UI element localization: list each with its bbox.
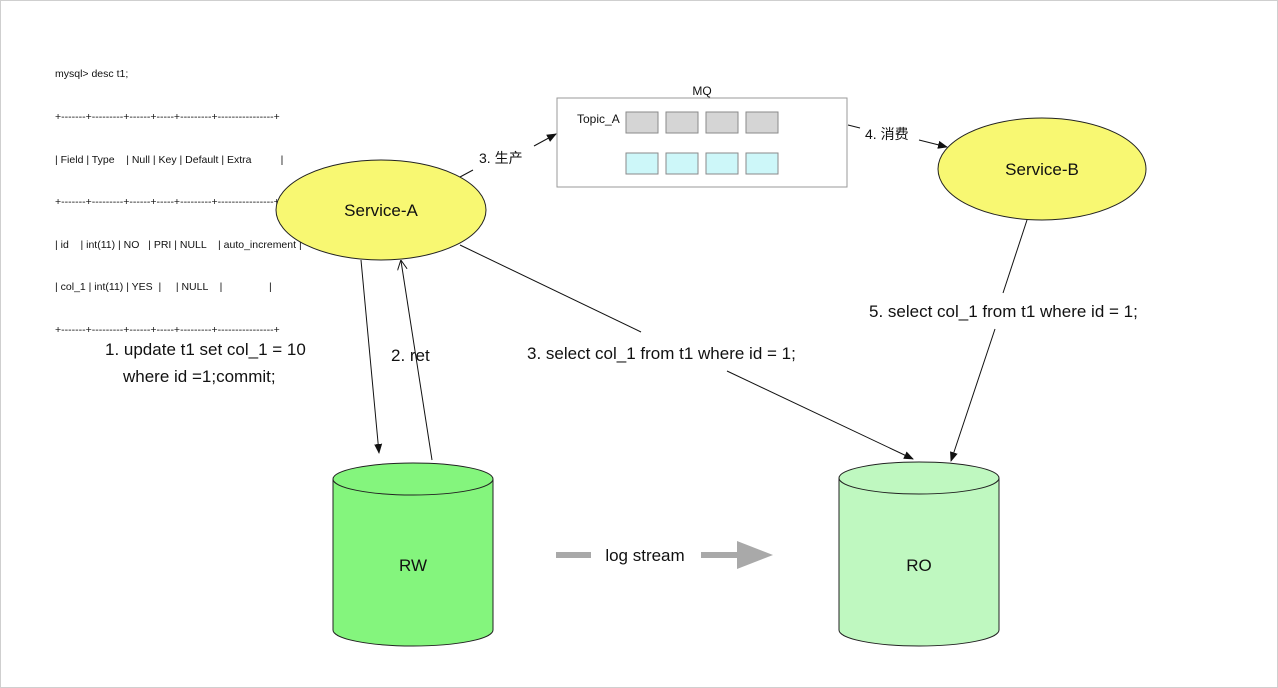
table-description: mysql> desc t1; +-------+---------+-----… (55, 39, 302, 366)
select-a-edge (726, 370, 914, 460)
service-a-node (275, 159, 487, 261)
consume-edge-start (847, 124, 861, 129)
consume-label: 4. 消费 (865, 126, 909, 142)
service-a-label: Service-A (344, 201, 418, 220)
queue-cell (745, 111, 779, 134)
service-b-node (937, 117, 1147, 221)
mq-title: MQ (692, 84, 711, 98)
queue-cell (625, 111, 659, 134)
mq-topic-label: Topic_A (577, 112, 620, 126)
select-b-label: 5. select col_1 from t1 where id = 1; (869, 302, 1138, 321)
rw-label: RW (399, 556, 427, 575)
service-b-label: Service-B (1005, 160, 1079, 179)
sql-command: mysql> desc t1; (55, 68, 129, 81)
queue-cell (745, 152, 779, 175)
select-a-edge-start (459, 244, 642, 333)
sql-border-line: +-------+---------+------+-----+--------… (55, 324, 280, 337)
mq-box (556, 97, 848, 188)
update-label-line1: 1. update t1 set col_1 = 10 (105, 340, 306, 359)
queue-cell (665, 111, 699, 134)
produce-edge-start (459, 169, 474, 178)
ret-edge (401, 261, 433, 461)
log-stream-label: log stream (605, 546, 684, 565)
update-label-line2: where id =1;commit; (122, 367, 276, 386)
sql-row-id: | id | int(11) | NO | PRI | NULL | auto_… (55, 238, 302, 251)
select-b-edge (950, 328, 996, 462)
sql-header-line: | Field | Type | Null | Key | Default | … (55, 153, 284, 166)
rw-database (332, 462, 494, 647)
sql-border-line: +-------+---------+------+-----+--------… (55, 196, 280, 209)
produce-edge (533, 133, 557, 147)
sql-border-line: +-------+---------+------+-----+--------… (55, 111, 280, 124)
ro-database (838, 461, 1000, 647)
update-edge (360, 259, 383, 454)
sql-row-col1: | col_1 | int(11) | YES | | NULL | | (55, 281, 272, 294)
queue-cell (705, 111, 739, 134)
select-b-edge-start (1002, 219, 1028, 294)
queue-cell (705, 152, 739, 175)
queue-cell (665, 152, 699, 175)
log-stream-arrowhead (737, 541, 773, 569)
consume-edge (918, 139, 948, 149)
ret-label: 2. ret (391, 346, 430, 365)
select-a-label: 3. select col_1 from t1 where id = 1; (527, 344, 796, 363)
queue-cell (625, 152, 659, 175)
produce-label: 3. 生产 (479, 150, 523, 166)
ro-label: RO (906, 556, 932, 575)
